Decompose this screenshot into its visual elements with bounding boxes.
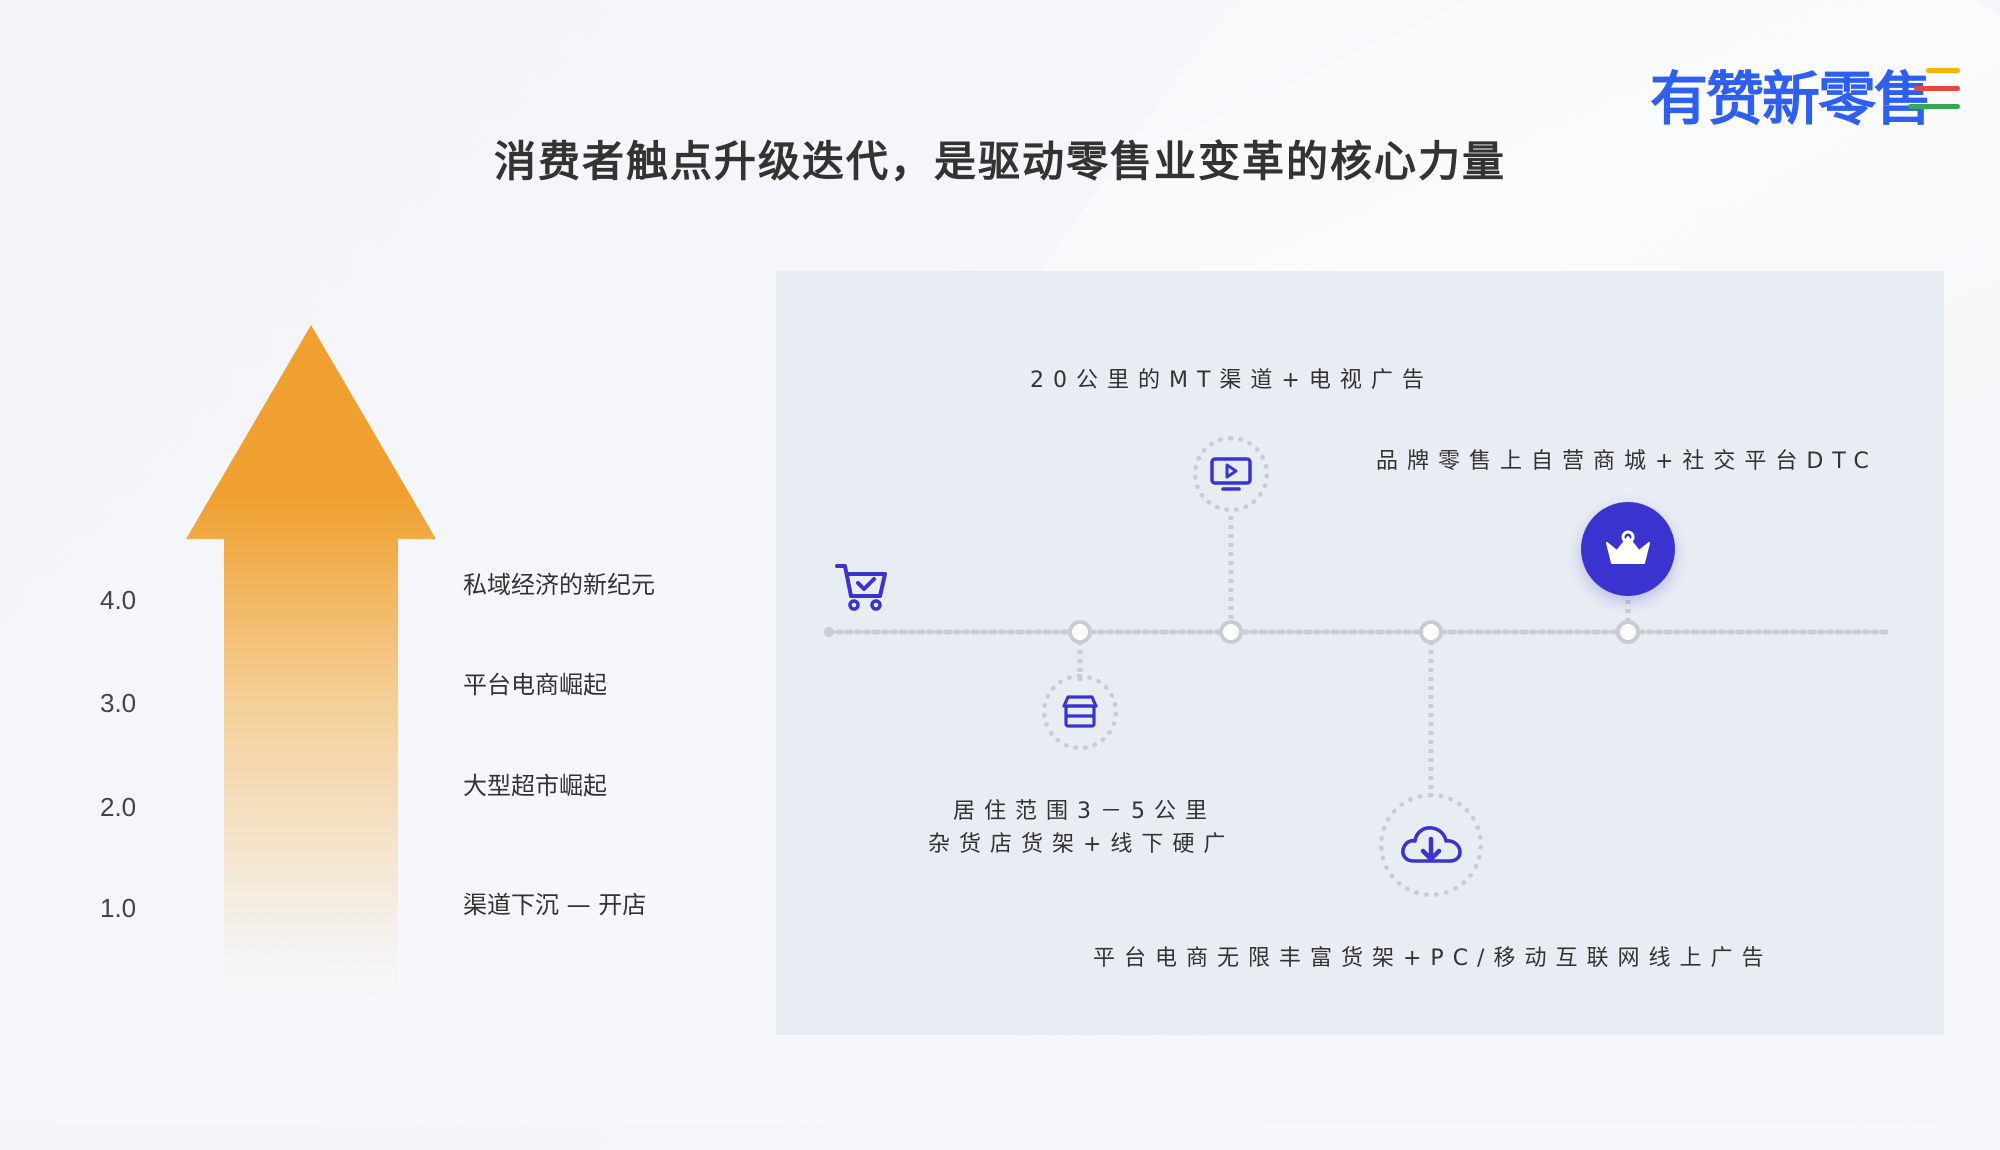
store-icon — [1042, 674, 1118, 750]
timeline-node — [1068, 620, 1640, 644]
tv-channel-text: 20公里的MT渠道+电视广告 — [1030, 368, 1433, 393]
timeline-lines — [824, 516, 1889, 791]
tv-icon — [1193, 436, 1269, 512]
level-number-1: 1.0 — [100, 893, 137, 923]
era-label-3: 平台电商崛起 — [463, 671, 607, 699]
era-label-1: 渠道下沉 — 开店 — [463, 891, 647, 919]
growth-arrow-icon — [186, 325, 436, 1010]
level-number-2: 2.0 — [100, 792, 137, 822]
page-title: 消费者触点升级迭代，是驱动零售业变革的核心力量 — [493, 137, 1506, 186]
brand-logo: 有赞新零售 — [1650, 65, 1932, 133]
store-text-line2: 杂货店货架+线下硬广 — [928, 832, 1235, 857]
crown-basket-icon — [1581, 502, 1675, 596]
era-label-4: 私域经济的新纪元 — [463, 571, 655, 599]
dtc-text: 品牌零售上自营商城+社交平台DTC — [1376, 449, 1878, 474]
ecommerce-text: 平台电商无限丰富货架+PC/移动互联网线上广告 — [1093, 946, 1773, 971]
level-number-4: 4.0 — [100, 585, 137, 615]
cloud-download-icon — [1379, 793, 1483, 897]
store-text-line1: 居住范围3－5公里 — [953, 799, 1216, 824]
era-label-2: 大型超市崛起 — [463, 772, 607, 800]
level-number-3: 3.0 — [100, 688, 137, 718]
logo-bars-icon — [1900, 66, 1960, 110]
timeline-panel — [776, 271, 1944, 1035]
cart-icon — [835, 564, 887, 611]
